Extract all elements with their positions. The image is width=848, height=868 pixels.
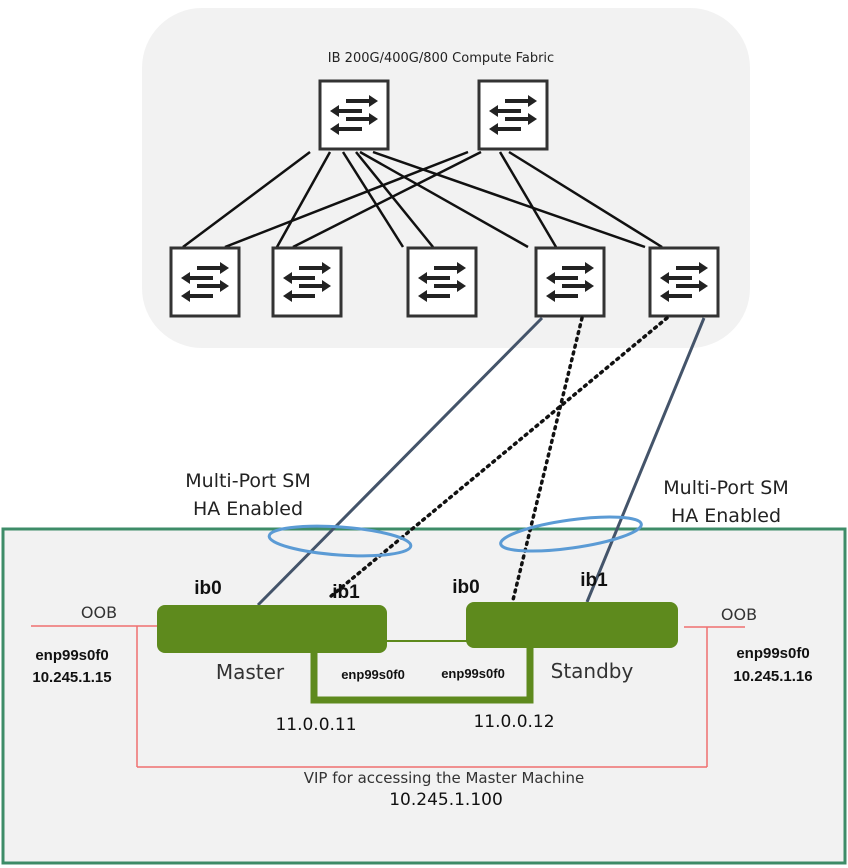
fabric-title: IB 200G/400G/800 Compute Fabric [328,51,554,66]
ha-interconnect [310,640,534,704]
standby-oob-interface: enp99s0f0 [736,645,809,662]
master-oob-interface: enp99s0f0 [35,647,108,664]
ha-label-right-line2: HA Enabled [671,505,781,527]
ha-label-left-line2: HA Enabled [193,498,303,520]
network-switch-icon [318,79,390,151]
standby-ha-ip: 11.0.0.12 [473,712,554,732]
network-switch-icon [534,246,606,318]
network-switch-icon [169,246,241,318]
fabric-links [182,150,663,249]
master-port-ib1: ib1 [332,582,360,603]
fabric-link [359,150,529,249]
leaf-switch-4 [534,246,606,318]
master-oob-label: OOB [81,603,117,622]
master-ha-ip: 11.0.0.11 [275,715,356,735]
fabric-link [182,150,311,249]
standby-oob-ip: 10.245.1.16 [733,668,812,685]
network-switch-icon [271,246,343,318]
master-node-name: Master [216,660,285,684]
master-node [157,605,387,653]
standby-oob-label: OOB [721,605,757,624]
network-switch-icon [477,79,549,151]
ha-ring-left [267,524,413,558]
standby-ib0-link [511,316,584,602]
vip-label: VIP for accessing the Master Machine [304,769,585,787]
standby-node-name: Standby [551,659,634,683]
master-oob-ip: 10.245.1.15 [32,669,111,686]
leaf-switch-5 [648,246,720,318]
fabric-link [508,150,663,249]
standby-ha-interface: enp99s0f0 [441,666,505,681]
oob-vip-network [31,625,745,768]
fabric-link [372,150,646,249]
standby-ib1-link [585,317,706,603]
standby-port-ib0: ib0 [452,577,479,598]
network-switch-icon [648,246,720,318]
leaf-switch-2 [271,246,343,318]
standby-node [466,602,678,648]
ha-label-left-line1: Multi-Port SM [185,470,310,492]
master-ib0-link [256,316,544,607]
fabric-link [341,151,405,248]
ha-ring-right [499,515,643,553]
fabric-link [292,150,482,249]
master-ib1-link [328,316,669,599]
master-ha-interface: enp99s0f0 [341,667,405,682]
cluster-panel [1,527,847,865]
master-port-ib0: ib0 [194,578,221,599]
spine-switch-1 [318,79,390,151]
ha-label-right-line1: Multi-Port SM [663,477,788,499]
leaf-switch-1 [169,246,241,318]
fabric-link [224,150,469,249]
network-switch-icon [406,246,478,318]
leaf-switch-3 [406,246,478,318]
fabric-link [355,151,434,248]
standby-port-ib1: ib1 [580,570,608,591]
fabric-link [498,151,558,248]
spine-switch-2 [477,79,549,151]
vip-ip: 10.245.1.100 [389,790,503,810]
fabric-link [275,151,332,248]
